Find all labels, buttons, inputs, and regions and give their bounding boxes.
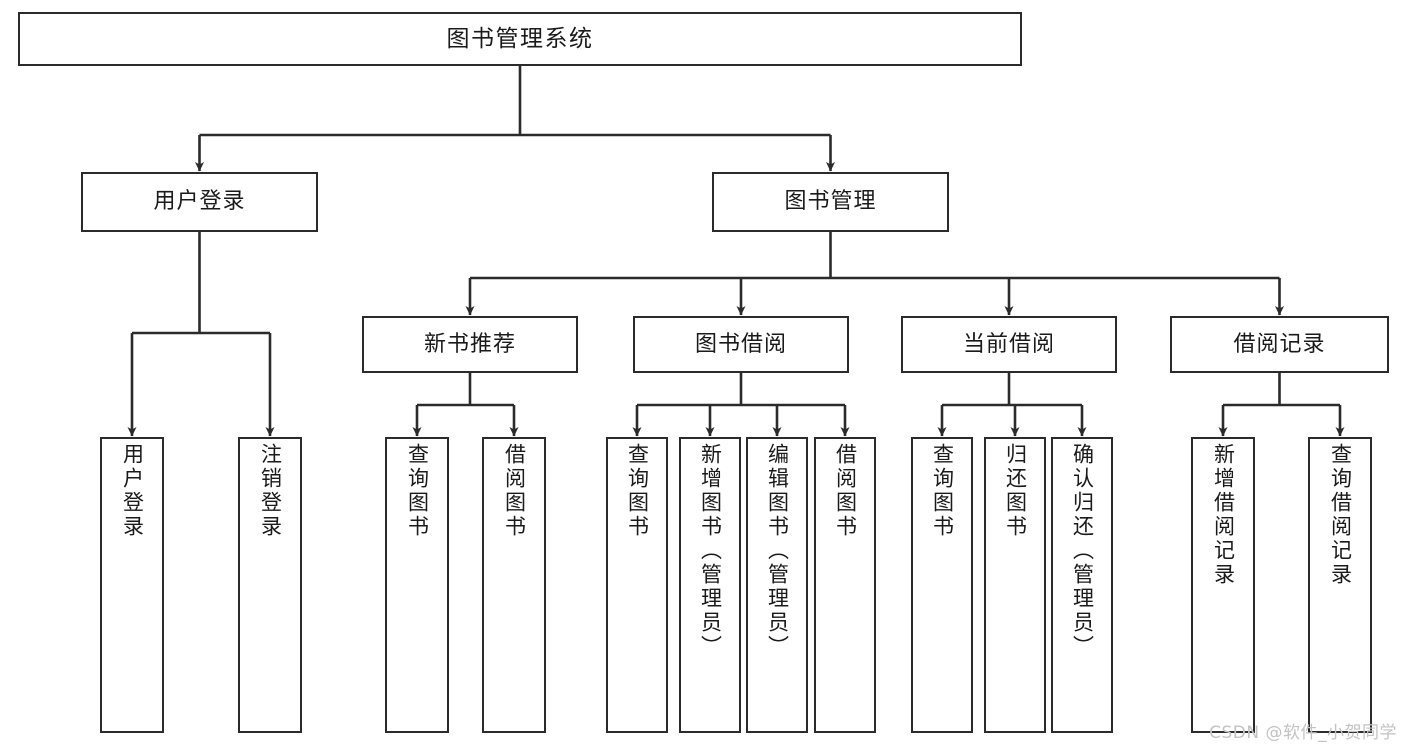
- node-borrow-record[interactable]: 借阅记录: [1170, 316, 1389, 373]
- node-leaf-add-borrow-record[interactable]: 新增借阅记录: [1191, 437, 1255, 733]
- node-current-borrow[interactable]: 当前借阅: [901, 316, 1117, 373]
- node-book-borrow[interactable]: 图书借阅: [633, 316, 849, 373]
- node-new-book-recommend-label: 新书推荐: [423, 331, 516, 357]
- node-new-book-recommend[interactable]: 新书推荐: [362, 316, 578, 373]
- node-leaf-logout[interactable]: 注销登录: [238, 437, 302, 733]
- node-leaf-query-borrow-record[interactable]: 查询借阅记录: [1308, 437, 1372, 733]
- node-leaf-add-book-admin-label: 新增图书（管理员）: [698, 443, 723, 659]
- node-root[interactable]: 图书管理系统: [18, 12, 1022, 66]
- node-leaf-user-login-label: 用户登录: [120, 443, 145, 539]
- node-root-label: 图书管理系统: [446, 25, 594, 52]
- node-user-login-label: 用户登录: [153, 189, 246, 215]
- node-user-login[interactable]: 用户登录: [81, 172, 318, 232]
- node-leaf-query-book-current[interactable]: 查询图书: [911, 437, 973, 733]
- node-leaf-query-book-rec-label: 查询图书: [405, 443, 430, 539]
- node-leaf-query-book-current-label: 查询图书: [930, 443, 955, 539]
- node-leaf-query-book-borrow[interactable]: 查询图书: [606, 437, 668, 733]
- watermark-text: CSDN @软件_小贺同学: [1209, 723, 1397, 743]
- node-leaf-edit-book-admin[interactable]: 编辑图书（管理员）: [746, 437, 808, 733]
- node-leaf-borrow-book[interactable]: 借阅图书: [814, 437, 876, 733]
- node-leaf-user-login[interactable]: 用户登录: [100, 437, 164, 733]
- node-leaf-add-book-admin[interactable]: 新增图书（管理员）: [679, 437, 741, 733]
- node-leaf-borrow-book-rec-label: 借阅图书: [502, 443, 527, 539]
- node-leaf-query-borrow-record-label: 查询借阅记录: [1328, 443, 1353, 587]
- node-borrow-record-label: 借阅记录: [1233, 331, 1326, 357]
- node-leaf-borrow-book-rec[interactable]: 借阅图书: [482, 437, 546, 733]
- node-leaf-add-borrow-record-label: 新增借阅记录: [1211, 443, 1236, 587]
- node-leaf-query-book-borrow-label: 查询图书: [625, 443, 650, 539]
- node-leaf-confirm-return-admin-label: 确认归还（管理员）: [1070, 443, 1095, 659]
- node-book-manage[interactable]: 图书管理: [712, 172, 949, 232]
- node-leaf-edit-book-admin-label: 编辑图书（管理员）: [765, 443, 790, 659]
- node-book-borrow-label: 图书借阅: [694, 331, 787, 357]
- node-book-manage-label: 图书管理: [784, 189, 877, 215]
- node-leaf-logout-label: 注销登录: [258, 443, 283, 539]
- node-leaf-confirm-return-admin[interactable]: 确认归还（管理员）: [1051, 437, 1113, 733]
- node-leaf-borrow-book-label: 借阅图书: [833, 443, 858, 539]
- node-leaf-return-book-label: 归还图书: [1003, 443, 1028, 539]
- node-leaf-return-book[interactable]: 归还图书: [984, 437, 1046, 733]
- node-leaf-query-book-rec[interactable]: 查询图书: [385, 437, 449, 733]
- node-current-borrow-label: 当前借阅: [962, 331, 1055, 357]
